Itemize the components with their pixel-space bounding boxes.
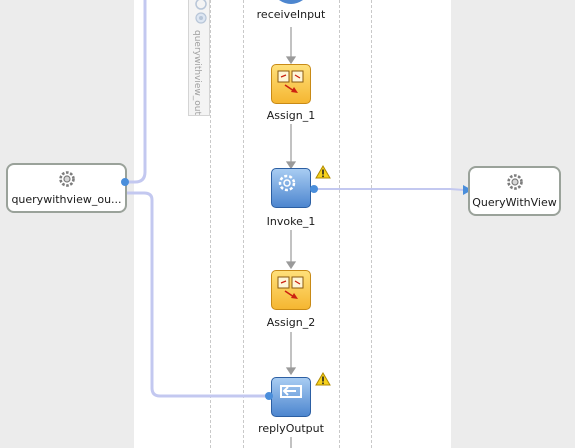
warning-icon[interactable] [315, 372, 331, 386]
invoke-arrowhead [463, 185, 472, 195]
assign-icon [277, 70, 304, 93]
left-swimlane [0, 0, 134, 448]
side-tab-label: querywithview_out [192, 30, 202, 116]
invoke-port[interactable] [310, 185, 318, 193]
warning-icon[interactable] [315, 165, 331, 179]
activity-label-assign-2: Assign_2 [266, 316, 316, 329]
assign-activity-1[interactable] [271, 64, 311, 104]
activity-label-reply: replyOutput [258, 422, 324, 435]
assign-activity-2[interactable] [271, 270, 311, 310]
partner-wire-top [124, 0, 147, 184]
lane-divider [339, 0, 340, 448]
reply-icon [280, 385, 302, 398]
partner-left-port[interactable] [121, 178, 129, 186]
reply-activity[interactable] [271, 377, 311, 417]
activity-label-invoke: Invoke_1 [266, 215, 316, 228]
partner-link-right[interactable]: QueryWithView [468, 166, 561, 216]
assign-icon [277, 276, 304, 299]
partner-side-tab[interactable]: querywithview_out [188, 0, 210, 116]
connector-icon [195, 0, 207, 24]
reply-port[interactable] [265, 392, 273, 400]
gear-icon [278, 174, 296, 192]
gear-icon [58, 171, 75, 187]
lane-divider [210, 0, 211, 448]
activity-label-receive: receiveInput [256, 8, 326, 21]
flow-arrowhead [285, 261, 297, 270]
invoke-activity[interactable] [271, 168, 311, 208]
flow-arrowhead [285, 161, 297, 170]
partner-link-left-label: querywithview_ou... [11, 193, 122, 206]
partner-link-left[interactable]: querywithview_ou... [6, 163, 127, 213]
lane-divider [371, 0, 372, 448]
gear-icon [506, 174, 523, 190]
right-swimlane [451, 0, 575, 448]
activity-label-assign-1: Assign_1 [266, 109, 316, 122]
invoke-wire [314, 188, 465, 191]
receive-activity-shape[interactable] [279, 0, 303, 4]
lane-divider [243, 0, 244, 448]
reply-wire [124, 191, 268, 398]
flow-arrowhead [285, 56, 297, 65]
partner-link-right-label: QueryWithView [472, 196, 557, 209]
flow-arrowhead [285, 367, 297, 376]
